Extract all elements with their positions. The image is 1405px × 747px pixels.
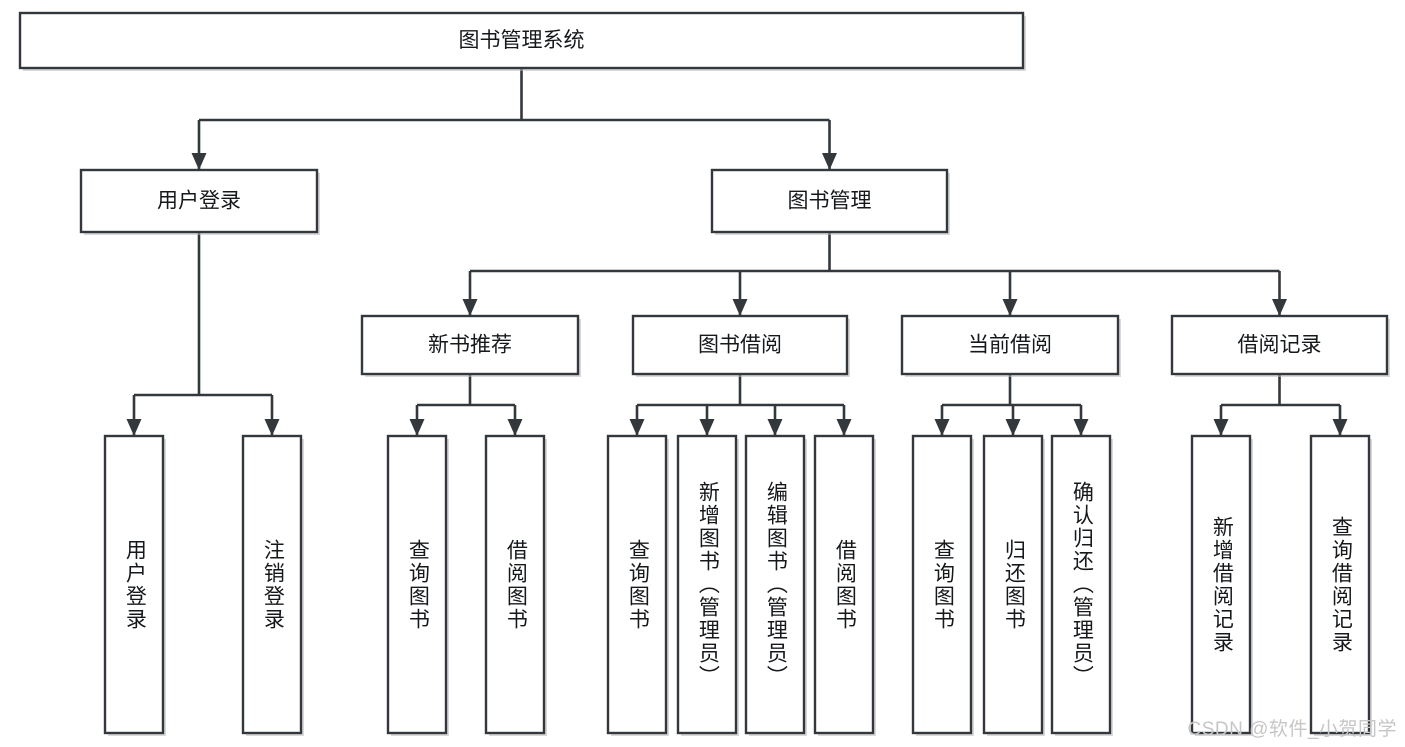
arrow-head — [126, 419, 142, 436]
connector-layer — [126, 68, 1348, 436]
node-book-management[interactable] — [710, 168, 949, 234]
node-user-login[interactable] — [79, 168, 319, 234]
node-label: 用户登录 — [157, 190, 241, 213]
node-leaf-borrow-book[interactable] — [813, 434, 875, 735]
node-label: 当前借阅 — [968, 334, 1052, 357]
arrow-head — [1002, 299, 1018, 316]
node-label: 图书管理系统 — [459, 29, 585, 52]
node-leaf-query-book-recommend[interactable] — [386, 434, 448, 735]
node-leaf-return-book[interactable] — [982, 434, 1044, 735]
arrow-head — [699, 419, 715, 436]
node-leaf-user-login[interactable] — [103, 434, 165, 735]
node-borrow-record[interactable] — [1170, 314, 1389, 376]
node-leaf-add-borrow-record[interactable] — [1190, 434, 1252, 735]
box-layer — [18, 11, 1390, 736]
node-label: 图书管理 — [788, 190, 872, 213]
node-leaf-logout-login[interactable] — [241, 434, 303, 735]
arrow-head — [264, 419, 280, 436]
node-leaf-query-book-current[interactable] — [911, 434, 973, 735]
arrow-head — [507, 419, 523, 436]
node-label: 新书推荐 — [428, 334, 512, 357]
node-root[interactable] — [18, 11, 1025, 70]
arrow-head — [934, 419, 950, 436]
node-leaf-add-book-admin[interactable] — [676, 434, 738, 735]
arrow-head — [1332, 419, 1348, 436]
arrow-head — [732, 299, 748, 316]
arrow-head — [1005, 419, 1021, 436]
node-label: 图书借阅 — [698, 334, 782, 357]
csdn-watermark: CSDN @软件_小贺同学 — [1187, 719, 1397, 740]
arrow-head — [1073, 419, 1089, 436]
arrow-head — [836, 419, 852, 436]
node-leaf-borrow-book-recommend[interactable] — [484, 434, 546, 735]
arrow-head — [409, 419, 425, 436]
node-leaf-confirm-return-admin[interactable] — [1050, 434, 1112, 735]
node-current-borrow[interactable] — [900, 314, 1120, 376]
arrow-head — [1272, 299, 1287, 316]
arrow-head — [767, 419, 783, 436]
node-new-book-recommend[interactable] — [360, 314, 580, 376]
arrow-head — [462, 299, 478, 316]
node-leaf-query-borrow-record[interactable] — [1309, 434, 1371, 735]
arrow-head — [1213, 419, 1229, 436]
node-leaf-query-book-borrow[interactable] — [606, 434, 668, 735]
arrow-head — [629, 419, 645, 436]
arrow-head — [191, 153, 207, 170]
node-label: 借阅记录 — [1238, 334, 1322, 357]
node-book-borrow[interactable] — [631, 314, 849, 376]
node-leaf-edit-book-admin[interactable] — [744, 434, 806, 735]
arrow-head — [822, 153, 837, 170]
